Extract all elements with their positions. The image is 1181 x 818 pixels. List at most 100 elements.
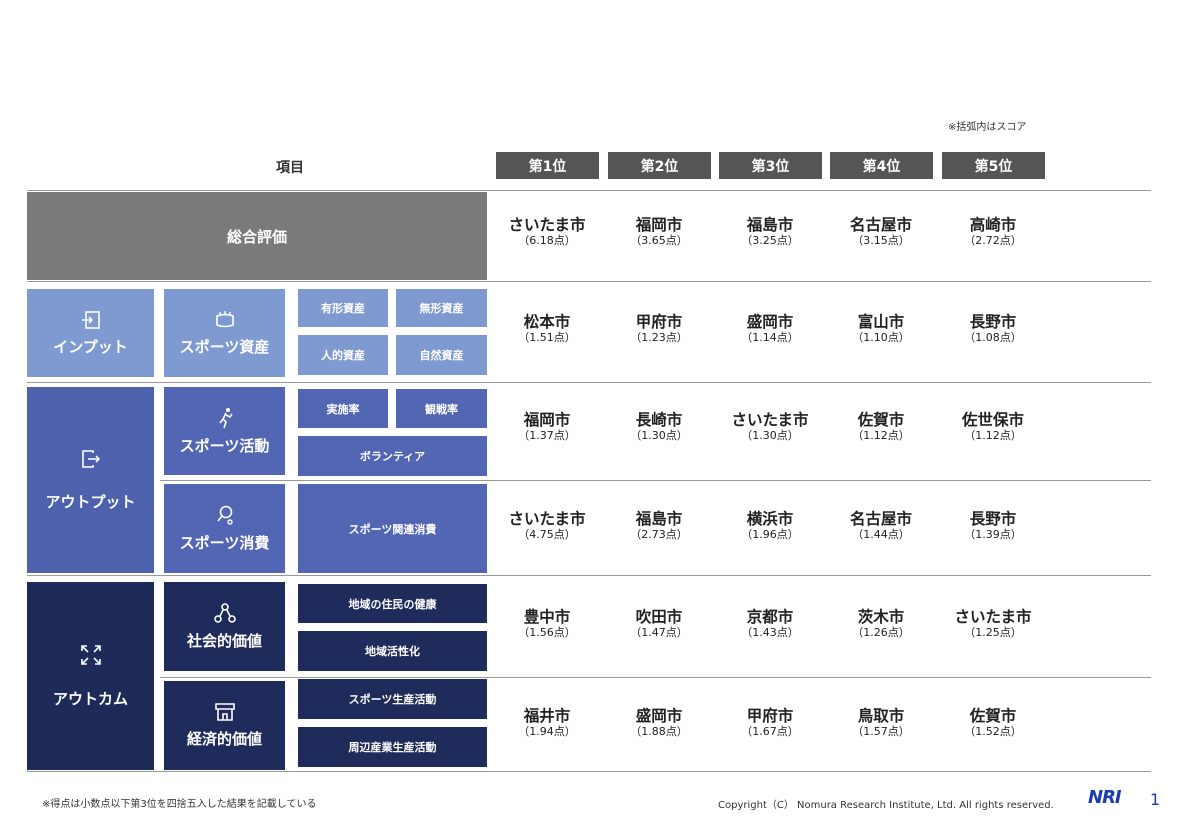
- sub-item: 周辺産業生産活動: [298, 727, 487, 767]
- score: （1.43点）: [741, 626, 799, 639]
- result-cell: 豊中市（1.56点）: [495, 608, 599, 640]
- score: （1.52点）: [964, 725, 1022, 738]
- result-cell: 名古屋市（1.44点）: [829, 510, 933, 542]
- score: （1.25点）: [964, 626, 1022, 639]
- result-cell: 盛岡市（1.14点）: [718, 313, 822, 345]
- result-cell: 横浜市（1.96点）: [718, 510, 822, 542]
- score: （6.18点）: [518, 234, 576, 247]
- category-outcome: アウトカム: [27, 582, 154, 770]
- athlete-icon: [215, 407, 235, 429]
- result-cell: さいたま市（1.30点）: [718, 411, 822, 443]
- result-cell: 盛岡市（1.88点）: [607, 707, 711, 739]
- result-cell: 吹田市（1.47点）: [607, 608, 711, 640]
- result-cell: 福岡市（1.37点）: [495, 411, 599, 443]
- score: （1.14点）: [741, 331, 799, 344]
- city-name: さいたま市: [508, 510, 586, 528]
- city-name: 佐賀市: [969, 707, 1017, 725]
- score: （2.73点）: [630, 528, 688, 541]
- score: （1.88点）: [630, 725, 688, 738]
- divider: [27, 190, 1151, 191]
- city-name: 長野市: [969, 313, 1017, 331]
- subcategory-sports-activity: スポーツ活動: [164, 387, 285, 475]
- subcategory-label: スポーツ活動: [179, 436, 270, 455]
- city-name: 長野市: [969, 510, 1017, 528]
- copyright: Copyright（C） Nomura Research Institute, …: [718, 800, 1054, 811]
- result-cell: 甲府市（1.23点）: [607, 313, 711, 345]
- sub-item: スポーツ生産活動: [298, 679, 487, 719]
- city-name: 松本市: [523, 313, 571, 331]
- city-name: 豊中市: [523, 608, 571, 626]
- page-number: 1: [1150, 790, 1161, 809]
- score: （3.25点）: [741, 234, 799, 247]
- result-cell: 富山市（1.10点）: [829, 313, 933, 345]
- score: （1.67点）: [741, 725, 799, 738]
- rank-header-1: 第1位: [496, 152, 599, 179]
- score: （1.30点）: [630, 429, 688, 442]
- score: （1.44点）: [852, 528, 910, 541]
- subcategory-label: 経済的価値: [186, 730, 262, 748]
- score: （1.56点）: [518, 626, 576, 639]
- score: （1.51点）: [518, 331, 576, 344]
- result-cell: さいたま市（1.25点）: [941, 608, 1045, 640]
- sub-item: 実施率: [298, 389, 388, 428]
- nri-logo: NRI: [1088, 787, 1122, 808]
- search-icon: [215, 504, 235, 526]
- result-cell: 長崎市（1.30点）: [607, 411, 711, 443]
- city-name: 名古屋市: [849, 216, 912, 234]
- exit-icon: [81, 449, 101, 469]
- score: （1.96点）: [741, 528, 799, 541]
- category-output-label: アウトプット: [45, 492, 136, 511]
- subcategory-label: スポーツ資産: [179, 337, 270, 356]
- rank-header-4: 第4位: [830, 152, 933, 179]
- city-name: 福岡市: [635, 216, 683, 234]
- city-name: 佐世保市: [961, 411, 1024, 429]
- score: （3.15点）: [852, 234, 910, 247]
- city-name: 盛岡市: [746, 313, 794, 331]
- sub-item: 無形資産: [396, 289, 487, 327]
- category-output: アウトプット: [27, 387, 154, 573]
- city-name: さいたま市: [731, 411, 809, 429]
- result-cell: 鳥取市（1.57点）: [829, 707, 933, 739]
- enter-icon: [81, 310, 101, 330]
- city-name: 甲府市: [746, 707, 794, 725]
- divider: [27, 771, 1151, 772]
- divider: [27, 575, 1151, 576]
- footnote: ※得点は小数点以下第3位を四捨五入した結果を記載している: [42, 799, 317, 810]
- result-cell: 福島市（3.25点）: [718, 216, 822, 248]
- overall-label: 総合評価: [27, 192, 487, 280]
- result-cell: 福島市（2.73点）: [607, 510, 711, 542]
- subcategory-label: 社会的価値: [186, 632, 262, 650]
- item-header: 項目: [276, 160, 304, 176]
- city-name: 名古屋市: [849, 510, 912, 528]
- rank-header-2: 第2位: [608, 152, 711, 179]
- subcategory-sports-consumption: スポーツ消費: [164, 484, 285, 573]
- city-name: 横浜市: [746, 510, 794, 528]
- city-name: 福岡市: [523, 411, 571, 429]
- score: （1.23点）: [630, 331, 688, 344]
- city-name: 佐賀市: [857, 411, 905, 429]
- city-name: 盛岡市: [635, 707, 683, 725]
- score: （1.10点）: [852, 331, 910, 344]
- result-cell: 長野市（1.08点）: [941, 313, 1045, 345]
- category-input: インプット: [27, 289, 154, 377]
- result-cell: 福岡市（3.65点）: [607, 216, 711, 248]
- sub-item: 有形資産: [298, 289, 388, 327]
- result-cell: 福井市（1.94点）: [495, 707, 599, 739]
- score-note: ※括弧内はスコア: [948, 122, 1027, 133]
- stadium-icon: [214, 310, 236, 330]
- subcategory-economic-value: 経済的価値: [164, 681, 285, 770]
- divider: [27, 382, 1151, 383]
- city-name: 甲府市: [635, 313, 683, 331]
- sub-item: ボランティア: [298, 436, 487, 476]
- result-cell: 松本市（1.51点）: [495, 313, 599, 345]
- city-name: 福島市: [635, 510, 683, 528]
- score: （1.08点）: [964, 331, 1022, 344]
- score: （3.65点）: [630, 234, 688, 247]
- score: （1.12点）: [852, 429, 910, 442]
- city-name: 福島市: [746, 216, 794, 234]
- score: （1.39点）: [964, 528, 1022, 541]
- result-cell: 甲府市（1.67点）: [718, 707, 822, 739]
- divider: [27, 281, 1151, 282]
- city-name: さいたま市: [508, 216, 586, 234]
- score: （1.12点）: [964, 429, 1022, 442]
